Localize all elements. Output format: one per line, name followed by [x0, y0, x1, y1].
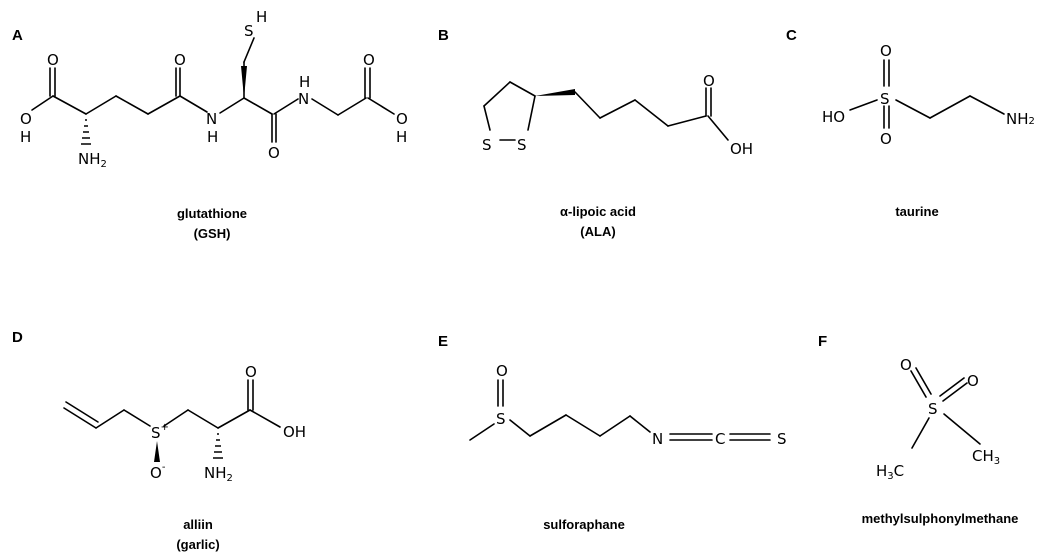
- lipoic-acid-s2: S: [517, 136, 527, 154]
- glutathione-sh-s: S: [244, 22, 254, 40]
- alliin-bonds: [63, 379, 281, 429]
- lipoic-acid-name: α-lipoic acid: [560, 204, 636, 219]
- msm-o2: O: [967, 372, 979, 390]
- taurine-ho: HO: [822, 108, 845, 126]
- sulforaphane-n: N: [652, 430, 663, 448]
- glutathione-nh2: NH2: [78, 150, 107, 170]
- glutathione-nh-right-h: H: [299, 73, 310, 91]
- glutathione-abbr: (GSH): [194, 226, 231, 241]
- sulforaphane-name: sulforaphane: [543, 517, 625, 532]
- sulforaphane-s1: S: [496, 410, 506, 428]
- alliin-name: alliin: [183, 517, 213, 532]
- panel-a-glutathione: A: [12, 8, 408, 241]
- glutathione-oh-left-o: O: [20, 110, 32, 128]
- taurine-o-bottom: O: [880, 130, 892, 148]
- alliin-hash-wedge: [213, 433, 223, 459]
- alliin-source: (garlic): [176, 537, 219, 552]
- msm-bonds: [910, 367, 981, 449]
- glutathione-o2: O: [174, 51, 186, 69]
- lipoic-acid-bold-wedge: [535, 89, 575, 96]
- msm-h3c: H3C: [876, 462, 904, 482]
- alliin-bold-wedge-o: [154, 441, 160, 462]
- alliin-o-minus: O-: [150, 462, 166, 482]
- sulforaphane-bonds: [469, 379, 771, 441]
- msm-ch3: CH3: [972, 447, 1000, 467]
- panel-b-letter: B: [438, 27, 449, 44]
- glutathione-o1: O: [47, 51, 59, 69]
- lipoic-acid-bonds: [483, 81, 729, 141]
- panel-d-alliin: D S+ O- O OH NH2 alliin (garlic): [12, 329, 306, 552]
- panel-a-letter: A: [12, 27, 23, 44]
- panel-f-letter: F: [818, 333, 827, 350]
- lipoic-acid-s1: S: [482, 136, 492, 154]
- glutathione-oh-right-h: H: [396, 128, 407, 146]
- lipoic-acid-o: O: [703, 72, 715, 90]
- panel-d-letter: D: [12, 329, 23, 346]
- panel-e-letter: E: [438, 333, 448, 350]
- glutathione-bold-wedge: [241, 66, 247, 98]
- glutathione-nh-right-n: N: [298, 90, 309, 108]
- msm-o1: O: [900, 356, 912, 374]
- sulforaphane-s2: S: [777, 430, 787, 448]
- sulforaphane-o: O: [496, 362, 508, 380]
- glutathione-o4: O: [363, 51, 375, 69]
- taurine-name: taurine: [895, 204, 938, 219]
- panel-c-letter: C: [786, 27, 797, 44]
- sulforaphane-c: C: [715, 430, 725, 448]
- alliin-o: O: [245, 363, 257, 381]
- alliin-nh2: NH2: [204, 464, 233, 484]
- glutathione-name: glutathione: [177, 206, 247, 221]
- alliin-oh: OH: [283, 423, 306, 441]
- panel-b-lipoic-acid: B S S O OH α-lipoic acid (ALA): [438, 27, 753, 239]
- glutathione-oh-left-h: H: [20, 128, 31, 146]
- msm-s: S: [928, 400, 938, 418]
- taurine-nh2: NH2: [1006, 110, 1035, 128]
- taurine-bonds: [849, 59, 1005, 129]
- panel-c-taurine: C O O S HO NH2 taurine: [786, 27, 1035, 219]
- panel-f-msm: F O O S H3C CH3 methylsulphonylmethane: [818, 333, 1018, 526]
- glutathione-nh-mid-h: H: [207, 128, 218, 146]
- lipoic-acid-abbr: (ALA): [580, 224, 615, 239]
- panel-e-sulforaphane: E O S N C S sulforaphane: [438, 333, 787, 532]
- lipoic-acid-oh: OH: [730, 140, 753, 158]
- glutathione-nh-mid-n: N: [206, 110, 217, 128]
- glutathione-o3: O: [268, 144, 280, 162]
- taurine-o-top: O: [880, 42, 892, 60]
- glutathione-oh-right-o: O: [396, 110, 408, 128]
- glutathione-hash-wedge: [81, 119, 91, 145]
- glutathione-sh-h: H: [256, 8, 267, 26]
- alliin-s: S+: [151, 422, 169, 442]
- taurine-s: S: [880, 90, 890, 108]
- msm-name: methylsulphonylmethane: [862, 511, 1019, 526]
